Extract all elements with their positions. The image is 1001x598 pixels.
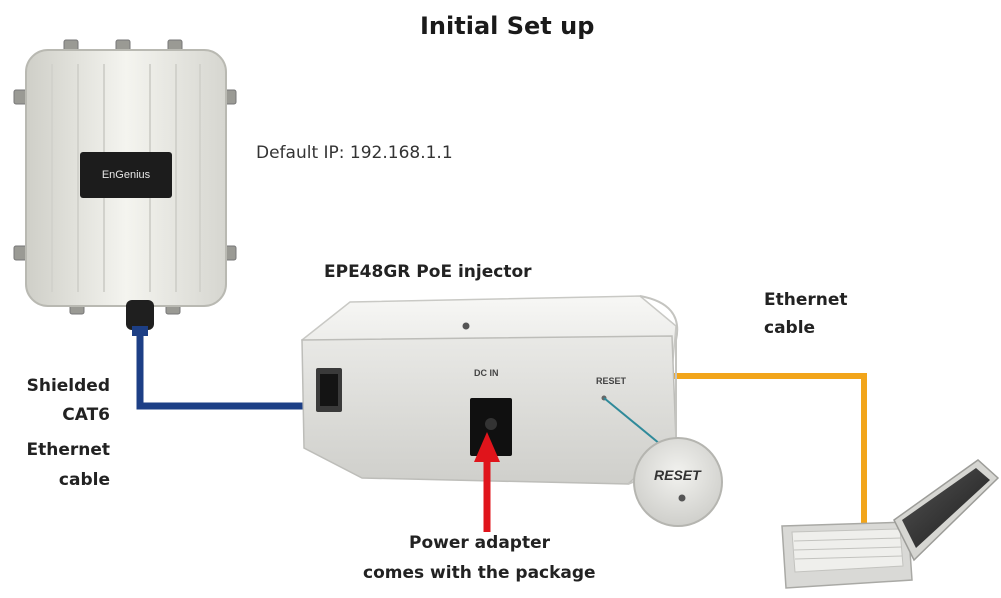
ethernet-cable-line [672, 373, 867, 525]
dc-in-port-label: DC IN [474, 368, 499, 378]
ethernet-cable-label-line1: Ethernet [764, 290, 848, 310]
brand-logo: EnGenius [102, 169, 151, 181]
shielded-cable-label-line4: cable [58, 470, 110, 490]
diagram-title: Initial Set up [420, 12, 595, 40]
shielded-ethernet-cable [136, 330, 322, 410]
power-adapter-label-line1: Power adapter [409, 533, 550, 553]
shielded-cable-label-line1: Shielded [26, 376, 110, 396]
shielded-cable-label-line3: Ethernet [26, 440, 110, 460]
reset-pointer-line [603, 397, 661, 445]
shielded-cable-label-line2: CAT6 [62, 405, 110, 425]
power-adapter-label-line2: comes with the package [363, 563, 596, 583]
brand-badge [80, 152, 172, 198]
default-ip-label: Default IP: 192.168.1.1 [256, 143, 453, 163]
ethernet-cable-label-line2: cable [764, 318, 816, 338]
injector-label: EPE48GR PoE injector [324, 262, 532, 282]
power-adapter-arrow [474, 432, 500, 532]
reset-port-label: RESET [596, 376, 627, 386]
laptop-computer [781, 459, 1000, 589]
reset-zoom-label: RESET [654, 467, 702, 483]
reset-zoom-callout [633, 437, 723, 527]
